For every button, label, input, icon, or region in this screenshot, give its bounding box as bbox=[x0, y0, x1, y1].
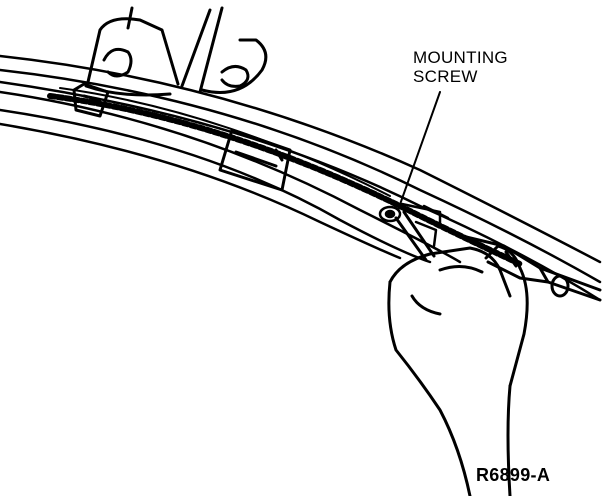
figure-id: R6899-A bbox=[476, 465, 551, 485]
screwdriver-icon bbox=[394, 210, 602, 302]
mounting-screw bbox=[378, 202, 450, 248]
hinge-arm bbox=[126, 6, 268, 94]
trim-clip-left bbox=[72, 82, 110, 118]
mounting-screw-label: MOUNTING SCREW bbox=[413, 48, 508, 86]
callout-line-2: SCREW bbox=[413, 67, 478, 86]
callout-leader bbox=[397, 91, 441, 211]
hand-icon bbox=[387, 244, 529, 496]
callout-line-1: MOUNTING bbox=[413, 48, 508, 67]
weatherstrip bbox=[47, 87, 523, 267]
trim-clip-center bbox=[218, 128, 292, 192]
roof-panel-edge bbox=[0, 54, 602, 302]
